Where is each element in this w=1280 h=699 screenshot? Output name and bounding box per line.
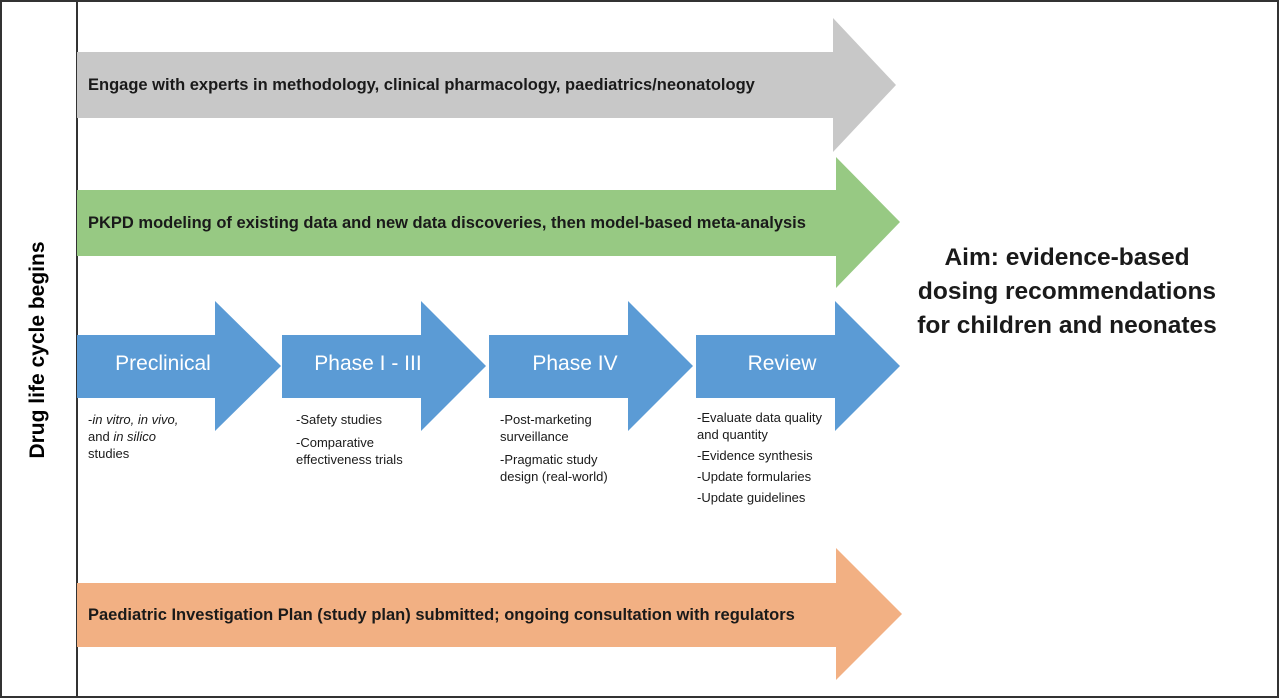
phase-arrow-phase-iv	[489, 301, 693, 431]
phase-label-phase-iv: Phase IV	[532, 352, 618, 375]
phase-i-iii-notes: -Safety studies -Comparative effectivenes…	[296, 411, 416, 474]
phase-arrow-phase-i-iii	[282, 301, 486, 431]
phase-note: -Pragmatic study design (real-world)	[500, 452, 608, 484]
phase-label-review: Review	[747, 352, 817, 375]
preclinical-notes: -in vitro, in vivo, and in silico studie…	[88, 411, 200, 468]
phase-iv-notes: -Post-marketing surveillance -Pragmatic s…	[500, 411, 625, 491]
phase-note: -Evidence synthesis	[697, 448, 813, 463]
experts-band-arrow	[77, 18, 896, 152]
phase-label-preclinical: Preclinical	[115, 352, 211, 375]
phase-note: -Update guidelines	[697, 490, 806, 505]
pip-band-arrow	[77, 548, 902, 680]
experts-band-label: Engage with experts in methodology, clin…	[88, 76, 755, 94]
phase-note: -Safety studies	[296, 412, 382, 427]
phase-label-phase-i-iii: Phase I - III	[314, 352, 422, 375]
phase-note: -in vitro, in vivo, and in silico studie…	[88, 412, 179, 461]
aim-statement: Aim: evidence-based dosing recommendatio…	[917, 244, 1217, 339]
pip-band-label: Paediatric Investigation Plan (study pla…	[88, 606, 795, 624]
review-notes: -Evaluate data quality and quantity -Evid…	[697, 409, 847, 510]
pkpd-band-label: PKPD modeling of existing data and new d…	[88, 214, 806, 232]
phase-arrow-review	[696, 301, 900, 431]
side-label: Drug life cycle begins	[26, 241, 49, 459]
phase-note: -Evaluate data quality and quantity	[697, 410, 823, 442]
phase-arrow-preclinical	[77, 301, 281, 431]
phase-note: -Comparative effectiveness trials	[296, 435, 403, 467]
phase-note: -Update formularies	[697, 469, 812, 484]
phase-note: -Post-marketing surveillance	[500, 412, 592, 444]
pkpd-band-arrow	[77, 157, 900, 288]
